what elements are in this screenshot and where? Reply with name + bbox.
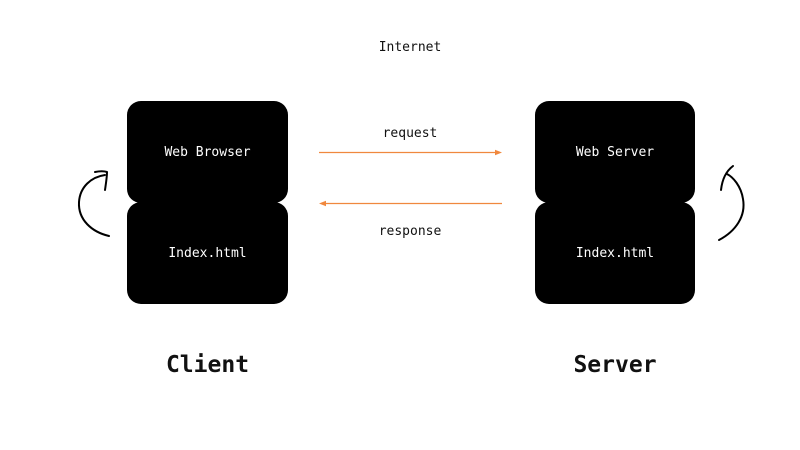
request-arrow bbox=[319, 149, 502, 156]
response-arrow bbox=[319, 200, 502, 207]
server-title: Server bbox=[573, 352, 657, 378]
web-browser-box: Web Browser bbox=[127, 101, 288, 203]
server-index-html-box: Index.html bbox=[535, 202, 695, 304]
web-browser-label: Web Browser bbox=[164, 144, 251, 160]
client-index-html-box: Index.html bbox=[127, 202, 288, 304]
client-cycle-arrow bbox=[77, 170, 110, 237]
web-server-label: Web Server bbox=[575, 144, 655, 160]
server-index-html-label: Index.html bbox=[575, 245, 655, 261]
response-label: response bbox=[378, 224, 442, 239]
internet-label: Internet bbox=[378, 40, 442, 55]
web-server-box: Web Server bbox=[535, 101, 695, 203]
server-cycle-arrow bbox=[718, 165, 745, 241]
request-label: request bbox=[382, 126, 438, 141]
client-index-html-label: Index.html bbox=[168, 245, 247, 261]
client-title: Client bbox=[165, 352, 250, 378]
